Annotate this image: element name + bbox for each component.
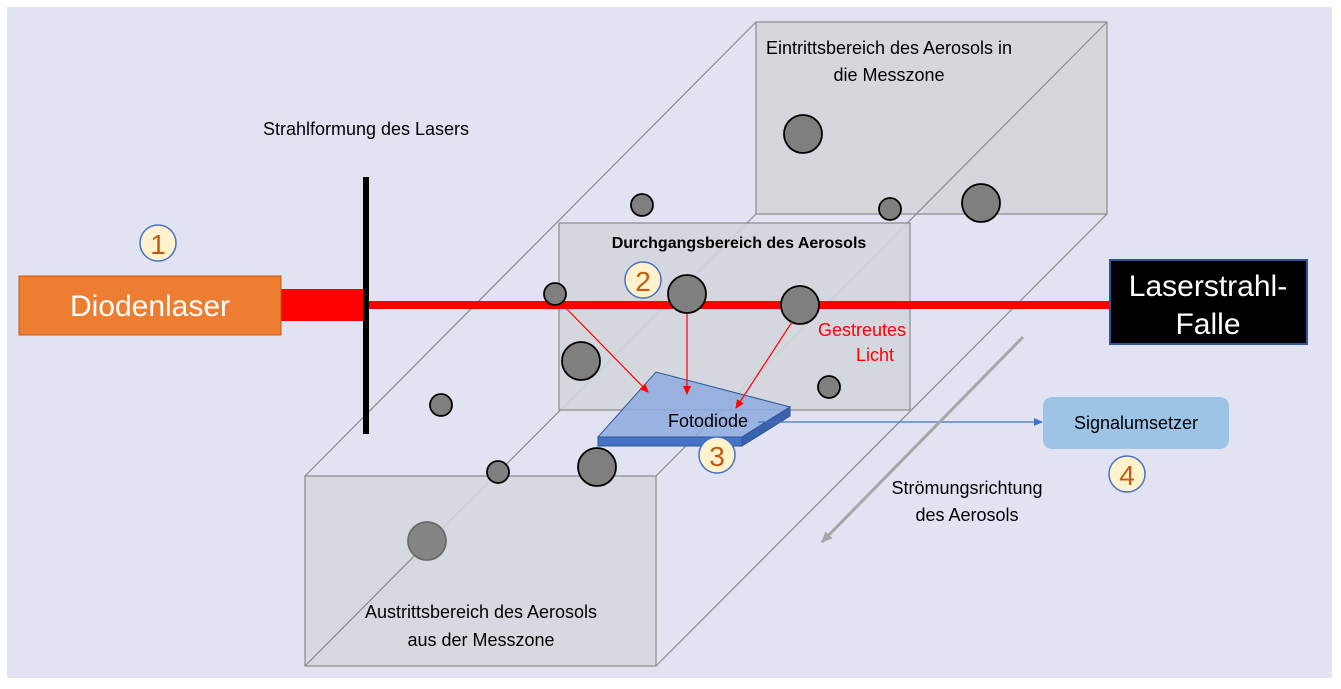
svg-text:3: 3 [709,441,725,472]
flow-direction-label-line1: Strömungsrichtung [891,478,1042,498]
signal-converter-label: Signalumsetzer [1074,413,1198,433]
beam-thick-segment [281,289,365,321]
exit-region-box [304,475,657,667]
particle [878,197,902,221]
exit-region-label-line1: Austrittsbereich des Aerosols [365,602,597,622]
beam-trap: Laserstrahl- Falle [1109,259,1308,345]
flow-direction-arrow [820,335,1025,544]
flow-direction-label-line2: des Aerosols [915,505,1018,525]
laser-beam [365,301,1110,309]
marker-3: 3 [698,436,736,474]
particle [543,282,567,306]
scattered-light-label-line1: Gestreutes [818,320,906,340]
entry-region-label-line2: die Messzone [833,65,944,85]
scattered-light-arrows [561,303,793,409]
diode-laser: Diodenlaser [18,275,282,336]
photodiode-label: Fotodiode [668,411,748,431]
particle [486,460,510,484]
particle [817,375,841,399]
particle [561,341,601,381]
exit-region-label-line2: aus der Messzone [407,630,554,650]
passage-region-label: Durchgangsbereich des Aerosols [612,235,867,252]
svg-text:1: 1 [150,229,166,260]
diode-laser-label: Diodenlaser [70,290,230,323]
marker-4: 4 [1108,455,1146,493]
scattered-light-label-line2: Licht [856,345,894,365]
marker-1: 1 [139,224,177,262]
beam-shaping-label: Strahlformung des Lasers [263,119,469,139]
particle [667,274,707,314]
beam-shaping-aperture [363,177,369,434]
particle [780,285,820,325]
marker-2: 2 [624,261,662,299]
particle [407,521,447,561]
beam-trap-label-line2: Falle [1175,308,1240,341]
particle [429,393,453,417]
particle [783,114,823,154]
svg-text:4: 4 [1119,460,1135,491]
particle [961,183,1001,223]
svg-text:2: 2 [635,266,651,297]
signal-converter: Signalumsetzer [1043,397,1229,449]
particle [630,193,654,217]
particle [577,447,617,487]
passage-region-box [558,222,911,411]
beam-trap-label-line1: Laserstrahl- [1129,270,1287,303]
entry-region-label-line1: Eintrittsbereich des Aerosols in [766,38,1012,58]
